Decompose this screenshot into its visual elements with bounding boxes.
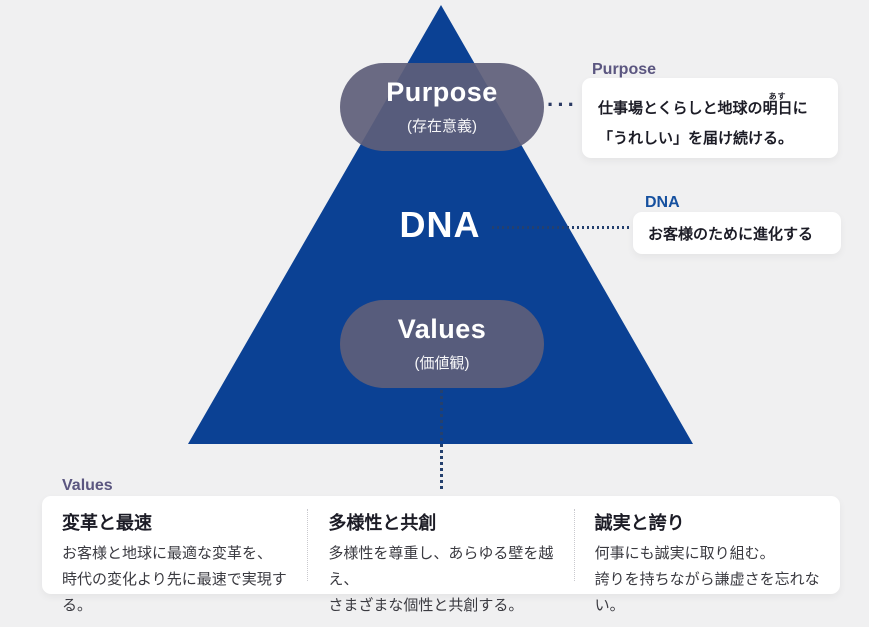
value-item-title: 誠実と誇り xyxy=(594,513,685,533)
purpose-pill-title: Purpose xyxy=(386,77,498,108)
value-item-line2: 誇りを持ちながら謙虚さを忘れない。 xyxy=(594,571,820,614)
value-item-description: 多様性を尊重し、あらゆる壁を越え、 さまざまな個性と共創する。 xyxy=(328,541,555,619)
purpose-pill: Purpose (存在意義) xyxy=(340,63,544,151)
value-item-title: 多様性と共創 xyxy=(328,513,437,533)
dna-annotation-label: DNA xyxy=(645,194,680,211)
value-item-seijitsu: 誠実と誇り 何事にも誠実に取り組む。 誇りを持ちながら謙虚さを忘れない。 xyxy=(573,509,840,614)
value-item-description: 何事にも誠実に取り組む。 誇りを持ちながら謙虚さを忘れない。 xyxy=(595,541,822,619)
value-item-line2: さまざまな個性と共創する。 xyxy=(328,597,524,614)
purpose-line1-prefix: 仕事場とくらしと地球の xyxy=(598,100,763,117)
values-section-label: Values xyxy=(62,477,113,494)
dna-annotation-text: お客様のために進化する xyxy=(648,225,814,243)
purpose-annotation-line2: 「うれしい」を届け続ける。 xyxy=(598,130,794,147)
purpose-line1-suffix: に xyxy=(792,100,808,117)
dna-connector-line-icon xyxy=(492,226,630,229)
purpose-annotation-label: Purpose xyxy=(592,61,657,78)
value-item-line1: 多様性を尊重し、あらゆる壁を越え、 xyxy=(328,545,554,588)
purpose-annotation-line1: 仕事場とくらしと地球の明日あすに xyxy=(598,92,838,124)
dna-heading: DNA xyxy=(399,204,481,245)
values-card: 変革と最速 お客様と地球に最適な変革を、 時代の変化より先に最速で実現する。 多… xyxy=(42,496,840,614)
purpose-ruby-base: 明日 xyxy=(762,100,793,117)
value-item-line1: 何事にも誠実に取り組む。 xyxy=(594,545,775,562)
values-pill: Values (価値観) xyxy=(340,300,544,388)
value-item-line1: お客様と地球に最適な変革を、 xyxy=(62,545,273,562)
purpose-connector-dots-icon: ··· xyxy=(547,92,578,117)
dna-annotation-card: お客様のために進化する xyxy=(633,212,841,254)
value-item-henkaku: 変革と最速 お客様と地球に最適な変革を、 時代の変化より先に最速で実現する。 xyxy=(42,509,307,614)
value-item-title: 変革と最速 xyxy=(62,513,152,533)
purpose-pill-subtitle: (存在意義) xyxy=(407,117,477,135)
purpose-ruby-furigana: あす xyxy=(762,92,793,101)
value-item-tayousei: 多様性と共創 多様性を尊重し、あらゆる壁を越え、 さまざまな個性と共創する。 xyxy=(307,509,573,614)
values-pill-subtitle: (価値観) xyxy=(414,354,470,372)
value-item-description: お客様と地球に最適な変革を、 時代の変化より先に最速で実現する。 xyxy=(62,541,289,619)
purpose-ruby: 明日あす xyxy=(762,92,793,117)
values-connector-line-icon xyxy=(440,390,443,490)
purpose-annotation-card: 仕事場とくらしと地球の明日あすに 「うれしい」を届け続ける。 xyxy=(582,78,838,158)
values-pill-title: Values xyxy=(397,314,487,345)
value-item-line2: 時代の変化より先に最速で実現する。 xyxy=(62,571,287,614)
